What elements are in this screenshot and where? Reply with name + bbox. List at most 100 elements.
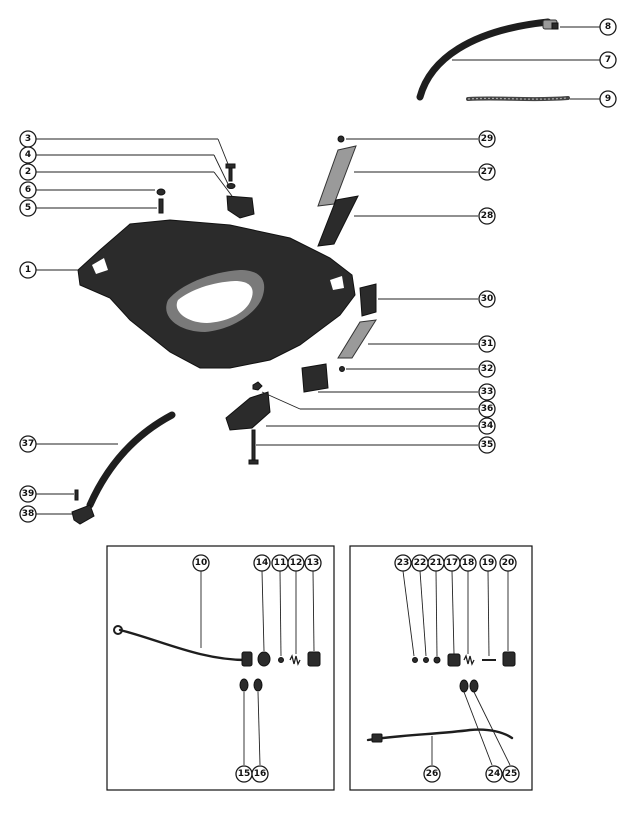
- connector-part-26: [371, 733, 383, 743]
- washer-part-11: [278, 657, 284, 663]
- callout-11-label: 11: [274, 558, 287, 568]
- washer-part-16: [253, 678, 263, 692]
- cable-part-26: [366, 728, 514, 742]
- pin-part-5: [158, 198, 164, 214]
- clip-part-39: [74, 489, 79, 501]
- inset-box-right: [349, 545, 533, 791]
- callout-15-label: 15: [238, 769, 251, 779]
- callout-10-label: 10: [195, 558, 208, 568]
- callout-32: 32: [478, 360, 496, 378]
- callout-30-label: 30: [481, 294, 494, 304]
- callout-39: 39: [19, 485, 37, 503]
- callout-17-label: 17: [446, 558, 459, 568]
- callout-12: 12: [287, 554, 305, 572]
- callout-4-label: 4: [25, 150, 31, 160]
- callout-16: 16: [251, 765, 269, 783]
- plug-part-10: [241, 651, 253, 667]
- bolt-part-35: [248, 429, 259, 465]
- washer-part-24: [459, 679, 469, 693]
- callout-14: 14: [253, 554, 271, 572]
- nut-part-36: [252, 381, 263, 391]
- washer-part-4: [226, 183, 236, 189]
- callout-31: 31: [478, 335, 496, 353]
- callout-30: 30: [478, 290, 496, 308]
- block-part-33: [301, 363, 329, 393]
- callout-39-label: 39: [22, 489, 35, 499]
- callout-35: 35: [478, 436, 496, 454]
- inset-box-left: [106, 545, 335, 791]
- callout-24: 24: [485, 765, 503, 783]
- callout-36: 36: [478, 400, 496, 418]
- callout-33-label: 33: [481, 387, 494, 397]
- clamp-part-30: [359, 283, 377, 317]
- screw-part-3: [225, 163, 236, 182]
- callout-9-label: 9: [605, 94, 611, 104]
- nut-part-20: [502, 651, 516, 667]
- callout-23: 23: [394, 554, 412, 572]
- callout-34-label: 34: [481, 421, 494, 431]
- callout-1-label: 1: [25, 265, 31, 275]
- part-17: [447, 653, 461, 667]
- callout-19: 19: [479, 554, 497, 572]
- callout-8-label: 8: [605, 22, 611, 32]
- callout-4: 4: [19, 146, 37, 164]
- nut-part-6: [156, 188, 166, 196]
- grommet-part-14: [257, 651, 271, 667]
- callout-27: 27: [478, 163, 496, 181]
- callout-33: 33: [478, 383, 496, 401]
- part-23: [412, 657, 418, 663]
- callout-15: 15: [235, 765, 253, 783]
- washer-part-15: [239, 678, 249, 692]
- fitting-part-38: [71, 504, 95, 525]
- callout-11: 11: [271, 554, 289, 572]
- callout-2-label: 2: [25, 167, 31, 177]
- callout-25-label: 25: [505, 769, 518, 779]
- callout-13: 13: [304, 554, 322, 572]
- callout-5-label: 5: [25, 203, 31, 213]
- callout-20-label: 20: [502, 558, 515, 568]
- cable-part-10: [118, 628, 248, 662]
- housing-part-1: [77, 219, 356, 369]
- hose-part-37: [86, 411, 176, 509]
- callout-29: 29: [478, 130, 496, 148]
- callout-20: 20: [499, 554, 517, 572]
- callout-37-label: 37: [22, 439, 35, 449]
- bracket-part-2: [226, 195, 255, 219]
- plate-part-28: [317, 195, 359, 247]
- callout-28: 28: [478, 207, 496, 225]
- callout-23-label: 23: [397, 558, 410, 568]
- hose-fitting-part-8: [542, 19, 559, 30]
- pad-part-31: [337, 319, 377, 359]
- callout-26: 26: [423, 765, 441, 783]
- callout-18: 18: [459, 554, 477, 572]
- cable-part-9: [466, 96, 570, 102]
- callout-32-label: 32: [481, 364, 494, 374]
- washer-part-25: [469, 679, 479, 693]
- callout-22: 22: [411, 554, 429, 572]
- screw-part-29: [337, 135, 345, 143]
- hose-part-7: [416, 18, 552, 101]
- callout-8: 8: [599, 18, 617, 36]
- callout-9: 9: [599, 90, 617, 108]
- callout-6: 6: [19, 181, 37, 199]
- callout-27-label: 27: [481, 167, 494, 177]
- callout-1: 1: [19, 261, 37, 279]
- callout-28-label: 28: [481, 211, 494, 221]
- callout-38-label: 38: [22, 509, 35, 519]
- callout-26-label: 26: [426, 769, 439, 779]
- callout-29-label: 29: [481, 134, 494, 144]
- callout-31-label: 31: [481, 339, 494, 349]
- callout-5: 5: [19, 199, 37, 217]
- spring-part-12: [289, 654, 301, 666]
- callout-37: 37: [19, 435, 37, 453]
- callout-18-label: 18: [462, 558, 475, 568]
- callout-34: 34: [478, 417, 496, 435]
- part-32: [339, 366, 345, 372]
- callout-3: 3: [19, 130, 37, 148]
- ring-terminal-part-10: [113, 625, 123, 635]
- callout-21-label: 21: [430, 558, 443, 568]
- callout-6-label: 6: [25, 185, 31, 195]
- callout-17: 17: [443, 554, 461, 572]
- callout-7-label: 7: [605, 55, 611, 65]
